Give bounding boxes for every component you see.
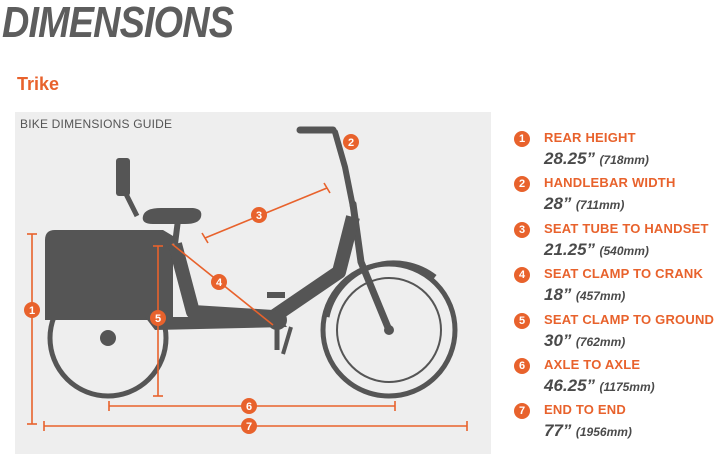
dimension-label: HANDLEBAR WIDTH (544, 175, 676, 191)
svg-text:1: 1 (29, 305, 35, 317)
marker-1: 1 (24, 302, 40, 318)
dimension-mm: (457mm) (575, 289, 626, 304)
kickstand (281, 326, 293, 355)
dimension-mm: (1175mm) (599, 379, 655, 394)
dimension-mm: (718mm) (599, 153, 649, 167)
dimension-value: 30” (544, 330, 572, 350)
dimension-label: SEAT CLAMP TO CRANK (544, 266, 704, 282)
svg-text:3: 3 (256, 210, 262, 222)
dimension-label: SEAT CLAMP TO GROUND (544, 311, 714, 327)
dimension-number: 5 (514, 312, 530, 329)
marker-7: 7 (241, 418, 257, 434)
dimension-number: 3 (514, 221, 530, 238)
svg-text:4: 4 (216, 277, 223, 289)
dimension-number: 6 (514, 357, 530, 374)
dimension-item-handlebar-width: 2 HANDLEBAR WIDTH 28” (711mm) (514, 174, 714, 219)
dimension-value: 21.25” (544, 239, 596, 259)
dimension-value: 77” (544, 421, 572, 441)
dimension-item-seat-tube-to-handset: 3 SEAT TUBE TO HANDSET 21.25” (540mm) (514, 220, 714, 265)
dimension-mm: (762mm) (575, 334, 626, 349)
dimension-mm: (1956mm) (575, 425, 632, 440)
marker-3: 3 (251, 207, 267, 223)
section-subtitle: Trike (17, 74, 60, 94)
front-wheel-inner (336, 277, 442, 383)
dimension-label: END TO END (544, 402, 626, 418)
dimensions-list: 1 REAR HEIGHT 28.25” (718mm) 2 HANDLEBAR… (514, 129, 714, 447)
dimension-label: AXLE TO AXLE (544, 356, 641, 372)
dimension-item-seat-clamp-to-ground: 5 SEAT CLAMP TO GROUND 30” (762mm) (514, 311, 714, 356)
dimension-number: 7 (514, 403, 530, 420)
pedal (267, 292, 285, 298)
dimension-value: 28.25” (544, 149, 596, 168)
cargo-box (45, 230, 173, 320)
dimension-item-seat-clamp-to-crank: 4 SEAT CLAMP TO CRANK 18” (457mm) (514, 265, 714, 310)
dimension-value: 18” (544, 285, 572, 305)
page-title: DIMENSIONS (2, 0, 234, 47)
dimension-item-end-to-end: 7 END TO END 77” (1956mm) (514, 401, 714, 446)
marker-6: 6 (241, 398, 257, 414)
front-fender (324, 260, 437, 318)
svg-text:2: 2 (348, 137, 354, 149)
dimension-number: 2 (514, 176, 530, 193)
handlebar-stem (332, 129, 356, 210)
frame-base (145, 317, 287, 330)
svg-text:6: 6 (246, 401, 252, 413)
backrest-pad (116, 158, 130, 196)
marker-2: 2 (343, 134, 359, 150)
diagram-guide-label: BIKE DIMENSIONS GUIDE (20, 117, 173, 131)
svg-text:7: 7 (246, 421, 252, 433)
seat (142, 208, 202, 224)
bike-illustration: 1 2 3 4 5 6 7 (24, 126, 468, 434)
rear-hub (100, 330, 116, 346)
dimension-label: SEAT TUBE TO HANDSET (544, 220, 709, 236)
marker-5: 5 (150, 310, 166, 326)
dimension-number: 1 (514, 131, 530, 147)
dimension-value: 28” (544, 194, 572, 214)
svg-text:5: 5 (155, 313, 161, 325)
dimension-item-axle-to-axle: 6 AXLE TO AXLE 46.25” (1175mm) (514, 356, 714, 401)
dimension-item-rear-height: 1 REAR HEIGHT 28.25” (718mm) (514, 129, 714, 174)
marker-4: 4 (211, 274, 227, 290)
bike-diagram: BIKE DIMENSIONS GUIDE (15, 112, 491, 454)
dimension-value: 46.25” (544, 375, 596, 395)
dimension-label: REAR HEIGHT (544, 130, 636, 145)
dimension-mm: (540mm) (599, 243, 649, 258)
dimension-mm: (711mm) (575, 198, 625, 213)
dimension-number: 4 (514, 267, 530, 284)
